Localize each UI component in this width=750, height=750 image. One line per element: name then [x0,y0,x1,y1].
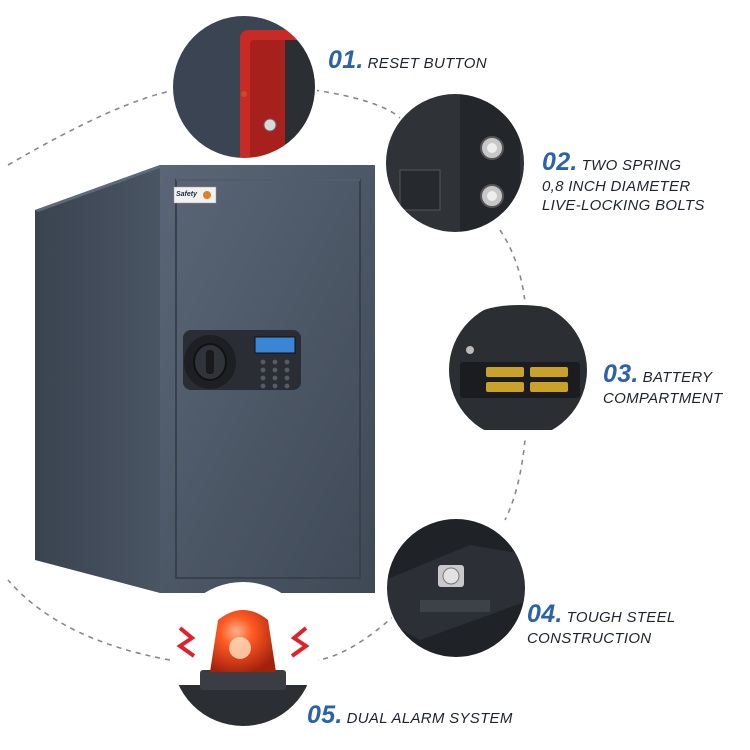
feature-number: 02. [542,148,578,176]
dashed-arc [7,89,526,661]
feature-label-01: 01.RESET BUTTON [328,46,487,75]
keypad-screen [254,336,296,354]
safe-top [35,165,160,212]
feature-number: 01. [328,46,364,74]
feature-text-line: LIVE-LOCKING BOLTS [542,197,705,214]
feature-text-line: 0,8 INCH DIAMETER [542,178,691,195]
feature-text: DUAL ALARM SYSTEM [346,710,513,727]
locking-bolts-photo [385,93,525,233]
alarm-system-photo [171,583,315,727]
feature-text: TWO SPRING [581,157,682,174]
feature-label-05: 05.DUAL ALARM SYSTEM [307,701,513,730]
feature-label-03: 03.BATTERY COMPARTMENT [603,360,722,408]
feature-text: RESET BUTTON [367,55,487,72]
feature-text-line: COMPARTMENT [603,390,723,407]
brand-logo [173,186,217,204]
feature-number: 04. [527,600,563,628]
brand-logo-text: Safety [176,191,198,198]
feature-text: BATTERY [642,369,713,386]
feature-number: 03. [603,360,639,388]
battery-compartment-photo [448,300,588,440]
feature-text: TOUGH STEEL [566,609,676,626]
reset-button-photo [172,15,316,159]
safe-side [35,165,160,593]
feature-label-02: 02.TWO SPRING 0,8 INCH DIAMETER LIVE-LOC… [542,148,705,215]
feature-number: 05. [307,701,343,729]
feature-label-04: 04.TOUGH STEEL CONSTRUCTION [527,600,676,648]
feature-text-line: CONSTRUCTION [527,630,652,647]
keypad-lock [183,330,301,390]
steel-construction-photo [386,518,526,658]
